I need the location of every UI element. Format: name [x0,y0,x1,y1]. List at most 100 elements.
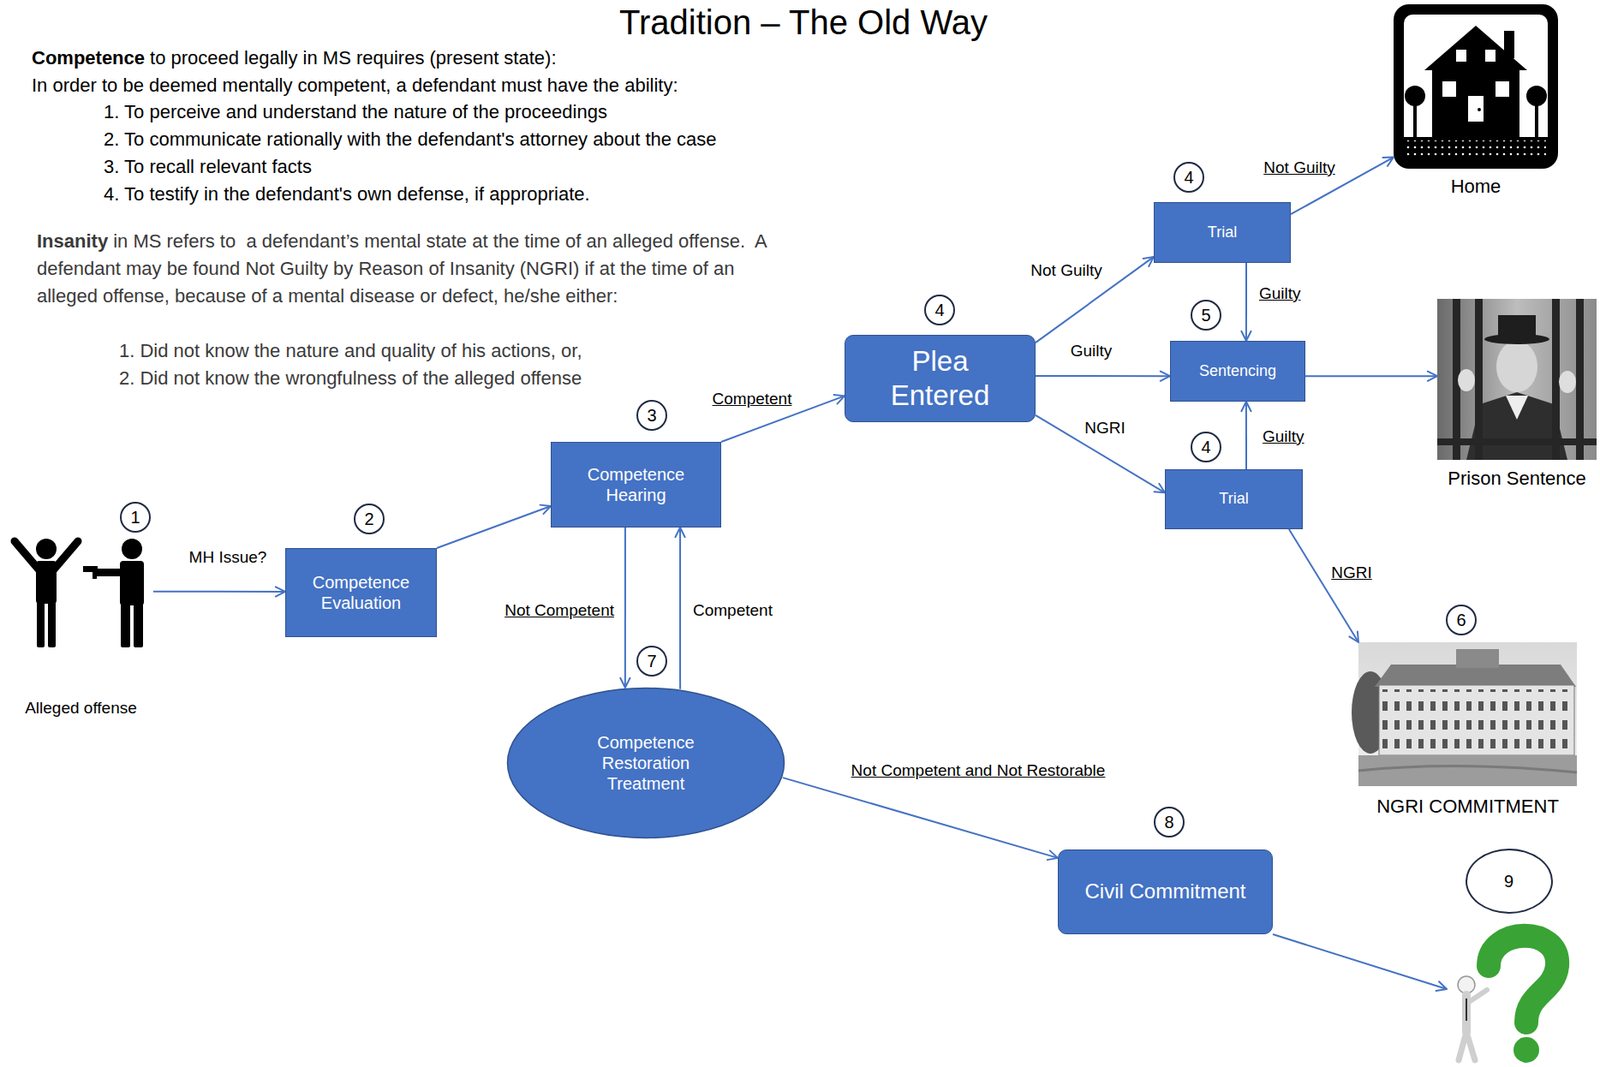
question-figure [1466,1032,1475,1061]
note-text: 3. To recall relevant facts [103,155,312,180]
note-text: 4. To testify in the defendant's own def… [103,182,591,207]
callout-number: 8 [1153,806,1185,838]
diagram-title: Tradition – The Old Way [619,3,988,42]
prison-photo [1576,298,1584,460]
note-paragraph: Competenceto proceed legally in MS requi… [31,44,557,72]
process-box: Plea Entered [844,334,1036,423]
offense-figure [119,561,144,606]
process-box: Competence Evaluation [285,548,437,638]
connector [624,527,627,688]
prison-photo [1457,369,1475,392]
question-figure [1465,998,1468,1021]
home-icon [1424,25,1528,71]
ellipse-outline [507,688,785,839]
edge-label: Guilty [1068,341,1116,361]
edge-label: Not Guilty [1260,158,1338,178]
prison-photo [1437,298,1597,460]
connector [153,591,286,593]
connector [679,527,681,690]
asylum-building-photo [1358,765,1577,773]
offense-figure [133,601,144,648]
node-caption: Home [1450,175,1502,198]
note-text: In order to be deemed mentally competent… [31,73,679,98]
note-text: 1. Did not know the nature and quality o… [119,339,583,364]
node-text: Trial [1218,489,1248,509]
note-text: 2. Did not know the wrongfulness of the … [119,366,582,391]
node-text: Plea Entered [876,344,1005,412]
node-text: Competence Hearing [576,464,697,506]
connector [1272,934,1447,990]
node-caption: Prison Sentence [1447,467,1586,490]
edge-label: Guilty [1256,284,1304,304]
offense-figure [35,538,57,560]
prison-photo [1505,395,1529,420]
asylum-building-photo [1379,685,1575,756]
offense-figure [14,541,40,571]
offense-figure [35,561,57,604]
edge-label: Not Competent and Not Restorable [848,761,1109,781]
prison-photo [1496,340,1538,393]
home-icon [1495,81,1510,97]
callout-number: 1 [119,501,151,533]
home-icon [1403,14,1548,159]
offense-figure [36,599,45,648]
question-figure [1457,936,1558,1063]
home-icon [1393,4,1559,169]
prison-photo [1552,298,1560,460]
callout-number: 4 [1173,161,1205,193]
edge-label: Not Guilty [1027,261,1105,281]
node-text: Civil Commitment [1084,879,1246,905]
treatment-ellipse: Competence Restoration Treatment [506,686,786,840]
prison-photo [1484,334,1550,345]
edge-label: NGRI [1328,563,1375,583]
callout-number: 4 [1190,431,1222,463]
note-text: to proceed legally in MS requires (prese… [149,47,556,69]
home-icon [1534,102,1539,139]
node-text: Trial [1207,223,1237,243]
note-text: 1. To perceive and understand the nature… [103,100,608,125]
edge-label: Competent [690,601,776,621]
term-heading: Competence [31,47,145,69]
offense-figure [94,568,125,577]
prison-photo [1558,370,1577,394]
offense-figure [53,541,78,571]
callout-number: 2 [353,503,385,535]
callout-number: 9 [1465,848,1553,914]
connector [1289,529,1359,643]
process-box: Trial [1164,469,1303,530]
connector [1035,415,1165,493]
node-caption: Alleged offense [24,698,138,719]
asylum-building-photo [1380,689,1573,752]
offense-figure [92,569,97,580]
unknown-outcome: 9 [1446,915,1571,1063]
node-caption: NGRI COMMITMENT [1376,795,1559,818]
offense-figure [14,538,144,648]
node-text: Sentencing [1199,362,1277,382]
home-icon [1403,137,1548,159]
process-box: Trial [1153,202,1291,263]
callout-number: 4 [924,294,956,326]
offense-figure [120,601,131,648]
connector [782,777,1058,859]
callout-number: 3 [636,400,668,431]
question-figure [1466,990,1487,1004]
offense-illustration: Alleged offense [8,537,154,648]
term-heading: Insanity [36,230,108,252]
connector [1245,401,1248,470]
home-icon [1485,49,1496,62]
node-text: Competence Evaluation [301,572,422,614]
process-box: Sentencing [1170,340,1306,402]
prison-photo [1437,298,1597,460]
asylum-building-photo [1358,755,1577,787]
note-paragraph: Insanityin MS refers to a defendant’s me… [36,227,783,311]
callout-number: 5 [1190,299,1222,331]
edge-label: NGRI [1081,418,1129,438]
ngri-outcome: NGRI COMMITMENT [1358,642,1577,787]
home-icon [1477,107,1481,112]
edge-label: MH Issue? [186,548,270,568]
home-icon [1405,140,1547,156]
edge-label: Competent [710,389,795,409]
asylum-building-photo [1351,642,1577,787]
prison-photo [1474,298,1483,460]
question-figure [1488,936,1558,1023]
